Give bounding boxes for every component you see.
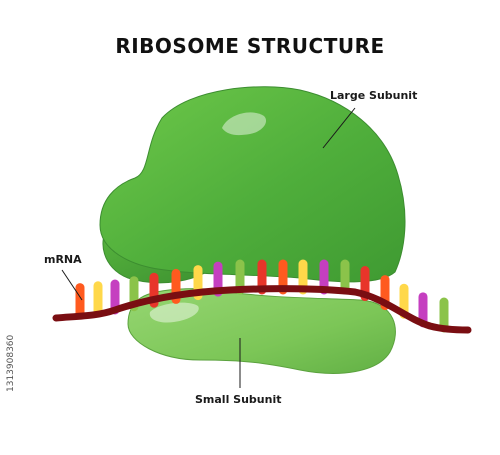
large-subunit-label: Large Subunit (330, 89, 417, 102)
small-subunit-label: Small Subunit (195, 393, 282, 406)
small-subunit (127, 288, 396, 374)
diagram-title: RIBOSOME STRUCTURE (115, 34, 385, 58)
stock-image-id: 1313908360 (6, 334, 16, 392)
mrna-strand (52, 285, 472, 334)
large-subunit-pointer (322, 107, 356, 149)
large-subunit-highlight (222, 112, 267, 136)
mrna-pointer (61, 269, 83, 301)
mrna-label: mRNA (44, 253, 82, 266)
small-subunit-highlight (149, 302, 199, 323)
